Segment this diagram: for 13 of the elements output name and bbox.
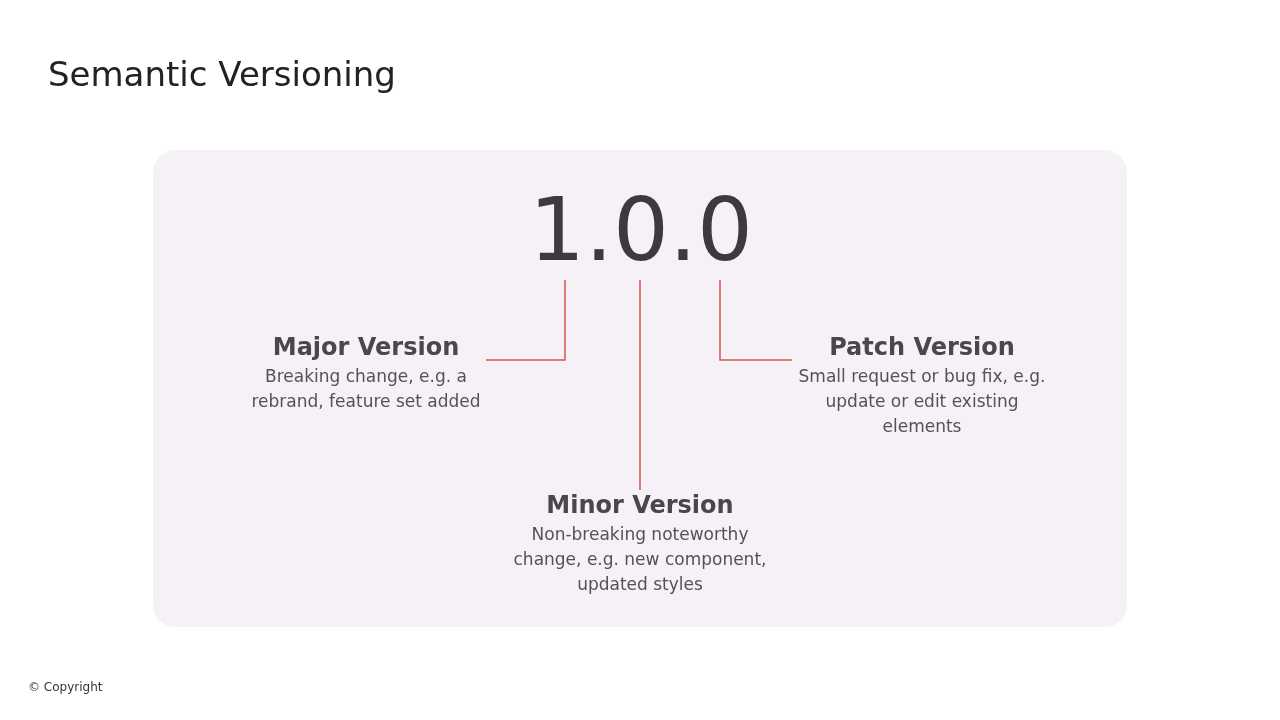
leader-line	[485, 279, 566, 361]
leader-line	[639, 279, 641, 491]
version-heading: Patch Version	[829, 332, 1015, 362]
version-number: 1.0.0	[521, 180, 761, 280]
version-description: Non-breaking noteworthy change, e.g. new component, updated styles	[512, 523, 768, 596]
card-background	[153, 150, 1127, 627]
version-heading: Major Version	[272, 332, 460, 362]
slide-title: Semantic Versioning	[48, 54, 396, 94]
leader-line	[719, 279, 793, 361]
copyright-note: © Copyright	[28, 680, 103, 694]
version-description: Small request or bug fix, e.g. update or edit existing elements	[797, 365, 1047, 438]
version-heading: Minor Version	[546, 490, 734, 520]
version-description: Breaking change, e.g. a rebrand, feature set added	[250, 365, 482, 413]
